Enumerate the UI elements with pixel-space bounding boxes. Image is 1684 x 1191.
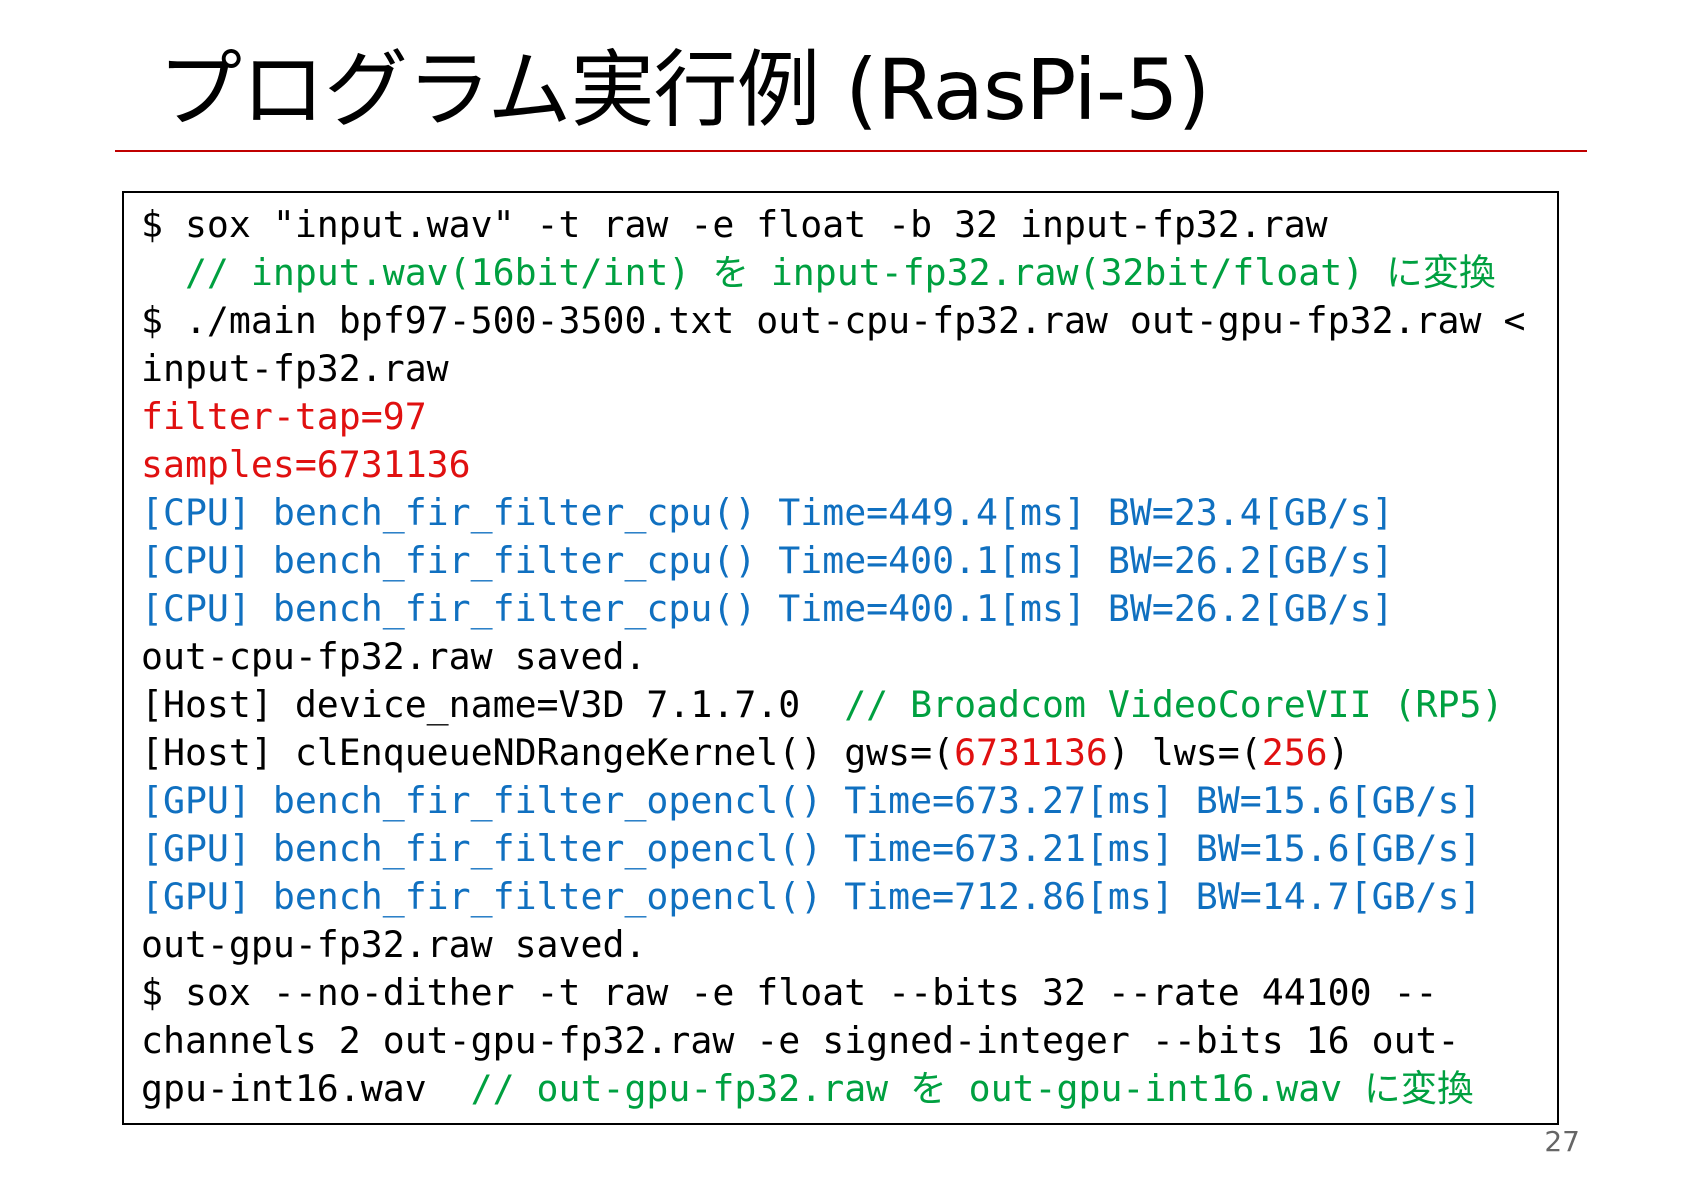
- code-segment: [CPU] bench_fir_filter_cpu() Time=400.1[…: [141, 587, 1394, 630]
- code-segment: 256: [1261, 731, 1328, 774]
- code-line: gpu-int16.wav // out-gpu-fp32.raw を out-…: [141, 1065, 1557, 1113]
- code-segment: // Broadcom VideoCoreVII (RP5): [844, 683, 1504, 726]
- code-line: channels 2 out-gpu-fp32.raw -e signed-in…: [141, 1017, 1557, 1065]
- code-segment: input-fp32.raw: [141, 347, 449, 390]
- code-line: [GPU] bench_fir_filter_opencl() Time=673…: [141, 825, 1557, 873]
- code-segment: gpu-int16.wav: [141, 1067, 471, 1110]
- code-line: [CPU] bench_fir_filter_cpu() Time=449.4[…: [141, 489, 1557, 537]
- slide-title: プログラム実行例 (RasPi-5): [158, 41, 1210, 139]
- code-segment: [GPU] bench_fir_filter_opencl() Time=712…: [141, 875, 1482, 918]
- code-line: [GPU] bench_fir_filter_opencl() Time=712…: [141, 873, 1557, 921]
- code-segment: $ sox --no-dither -t raw -e float --bits…: [141, 971, 1438, 1014]
- code-line: $ sox --no-dither -t raw -e float --bits…: [141, 969, 1557, 1017]
- code-segment: [GPU] bench_fir_filter_opencl() Time=673…: [141, 827, 1482, 870]
- code-line: [Host] device_name=V3D 7.1.7.0 // Broadc…: [141, 681, 1557, 729]
- code-segment: $ sox "input.wav" -t raw -e float -b 32 …: [141, 203, 1328, 246]
- code-segment: channels 2 out-gpu-fp32.raw -e signed-in…: [141, 1019, 1460, 1062]
- code-segment: [Host] device_name=V3D 7.1.7.0: [141, 683, 845, 726]
- page-number: 27: [1544, 1125, 1580, 1158]
- code-segment: [Host] clEnqueueNDRangeKernel() gws=(: [141, 731, 955, 774]
- code-segment: out-cpu-fp32.raw saved.: [141, 635, 647, 678]
- code-line: [CPU] bench_fir_filter_cpu() Time=400.1[…: [141, 585, 1557, 633]
- code-segment: [GPU] bench_fir_filter_opencl() Time=673…: [141, 779, 1482, 822]
- code-segment: // input.wav(16bit/int) を input-fp32.raw…: [141, 251, 1496, 294]
- code-segment: ) lws=(: [1107, 731, 1262, 774]
- code-line: [Host] clEnqueueNDRangeKernel() gws=(673…: [141, 729, 1557, 777]
- code-line: // input.wav(16bit/int) を input-fp32.raw…: [141, 249, 1557, 297]
- code-segment: [CPU] bench_fir_filter_cpu() Time=449.4[…: [141, 491, 1394, 534]
- code-line: out-gpu-fp32.raw saved.: [141, 921, 1557, 969]
- code-segment: // out-gpu-fp32.raw を out-gpu-int16.wav …: [470, 1067, 1474, 1110]
- code-segment: out-gpu-fp32.raw saved.: [141, 923, 647, 966]
- code-line: filter-tap=97: [141, 393, 1557, 441]
- title-divider: [115, 150, 1587, 152]
- code-segment: samples=6731136: [141, 443, 471, 486]
- code-line: out-cpu-fp32.raw saved.: [141, 633, 1557, 681]
- code-segment: $ ./main bpf97-500-3500.txt out-cpu-fp32…: [141, 299, 1526, 342]
- code-line: [CPU] bench_fir_filter_cpu() Time=400.1[…: [141, 537, 1557, 585]
- code-segment: 6731136: [954, 731, 1108, 774]
- code-line: input-fp32.raw: [141, 345, 1557, 393]
- code-line: $ sox "input.wav" -t raw -e float -b 32 …: [141, 201, 1557, 249]
- code-segment: [CPU] bench_fir_filter_cpu() Time=400.1[…: [141, 539, 1394, 582]
- code-line: $ ./main bpf97-500-3500.txt out-cpu-fp32…: [141, 297, 1557, 345]
- code-line: [GPU] bench_fir_filter_opencl() Time=673…: [141, 777, 1557, 825]
- code-segment: ): [1327, 731, 1350, 774]
- code-line: samples=6731136: [141, 441, 1557, 489]
- code-block: $ sox "input.wav" -t raw -e float -b 32 …: [122, 191, 1559, 1125]
- code-segment: filter-tap=97: [141, 395, 427, 438]
